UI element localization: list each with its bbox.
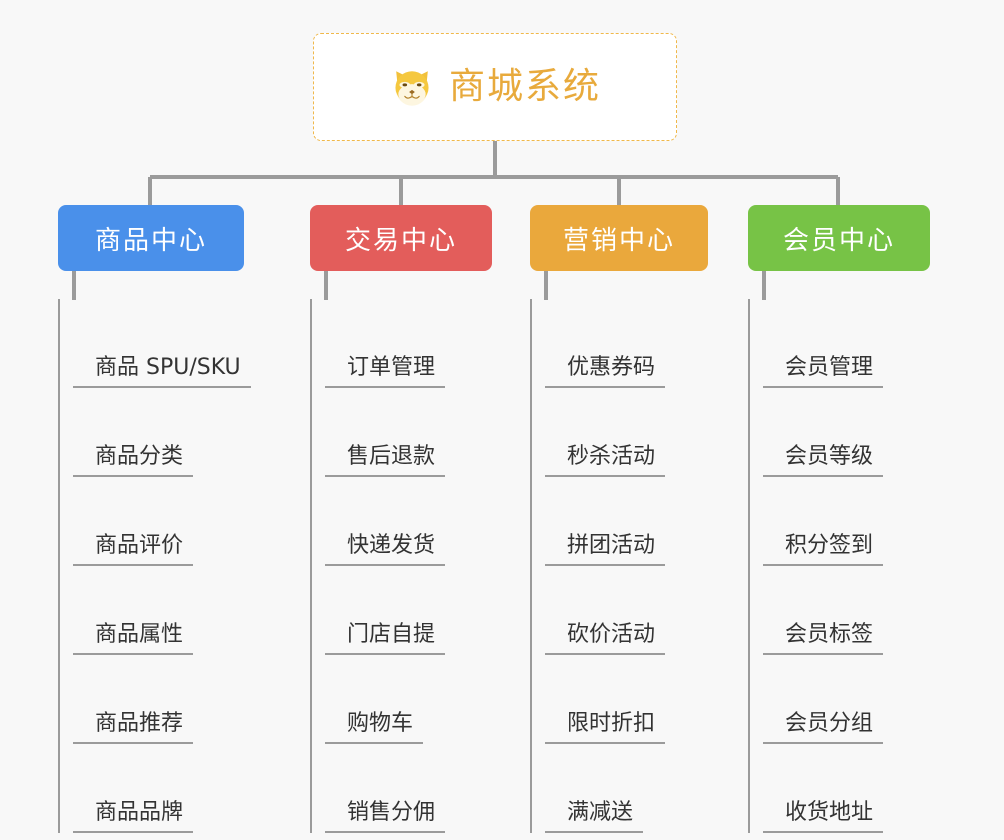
branch-column-marketing: 营销中心 优惠券码 秒杀活动 拼团活动 砍价活动 限时折扣 满减送 [530, 205, 708, 833]
list-item[interactable]: 会员标签 [763, 566, 930, 655]
leaf-label: 商品分类 [73, 444, 194, 477]
leaf-label: 积分签到 [763, 533, 884, 566]
list-item[interactable]: 购物车 [325, 655, 492, 744]
list-item[interactable]: 积分签到 [763, 477, 930, 566]
list-item[interactable]: 商品推荐 [73, 655, 244, 744]
list-item[interactable]: 秒杀活动 [545, 388, 708, 477]
leaf-label: 商品推荐 [73, 711, 194, 744]
list-item[interactable]: 商品品牌 [73, 744, 244, 833]
list-item[interactable]: 售后退款 [325, 388, 492, 477]
branch-header-member[interactable]: 会员中心 [748, 205, 930, 271]
leaf-label: 砍价活动 [545, 622, 666, 655]
branch-header-label: 营销中心 [562, 225, 675, 256]
leaf-label: 门店自提 [325, 622, 446, 655]
branch-header-product[interactable]: 商品中心 [58, 205, 244, 271]
leaf-label: 销售分佣 [325, 800, 446, 833]
list-item[interactable]: 商品 SPU/SKU [73, 299, 251, 388]
leaf-label: 会员标签 [763, 622, 884, 655]
list-item[interactable]: 商品分类 [73, 388, 244, 477]
branch-item-list-product: 商品 SPU/SKU 商品分类 商品评价 商品属性 商品推荐 商品品牌 [58, 299, 251, 833]
leaf-label: 优惠券码 [545, 355, 666, 388]
leaf-label: 商品品牌 [73, 800, 194, 833]
leaf-label: 售后退款 [325, 444, 446, 477]
leaf-label: 限时折扣 [545, 711, 666, 744]
branch-item-list-member: 会员管理 会员等级 积分签到 会员标签 会员分组 收货地址 [748, 299, 930, 833]
branch-header-label: 会员中心 [782, 225, 895, 256]
branch-header-marketing[interactable]: 营销中心 [530, 205, 708, 271]
leaf-label: 购物车 [325, 711, 424, 744]
branch-column-product: 商品中心 商品 SPU/SKU 商品分类 商品评价 商品属性 商品推荐 商品品牌 [58, 205, 251, 833]
branch-header-trade[interactable]: 交易中心 [310, 205, 492, 271]
branch-header-label: 交易中心 [344, 225, 457, 256]
leaf-label: 会员管理 [763, 355, 884, 388]
list-item[interactable]: 拼团活动 [545, 477, 708, 566]
root-node[interactable]: 商城系统 [313, 33, 677, 141]
list-item[interactable]: 销售分佣 [325, 744, 492, 833]
root-title: 商城系统 [448, 66, 601, 107]
leaf-label: 商品属性 [73, 622, 194, 655]
branch-item-list-trade: 订单管理 售后退款 快递发货 门店自提 购物车 销售分佣 [310, 299, 492, 833]
list-item[interactable]: 满减送 [545, 744, 708, 833]
list-item[interactable]: 收货地址 [763, 744, 930, 833]
leaf-label: 秒杀活动 [545, 444, 666, 477]
list-item[interactable]: 商品属性 [73, 566, 244, 655]
list-item[interactable]: 订单管理 [325, 299, 492, 388]
list-item[interactable]: 快递发货 [325, 477, 492, 566]
list-item[interactable]: 商品评价 [73, 477, 244, 566]
branch-column-member: 会员中心 会员管理 会员等级 积分签到 会员标签 会员分组 收货地址 [748, 205, 930, 833]
leaf-label: 会员分组 [763, 711, 884, 744]
branch-item-list-marketing: 优惠券码 秒杀活动 拼团活动 砍价活动 限时折扣 满减送 [530, 299, 708, 833]
list-item[interactable]: 优惠券码 [545, 299, 708, 388]
leaf-label: 拼团活动 [545, 533, 666, 566]
list-item[interactable]: 会员等级 [763, 388, 930, 477]
list-item[interactable]: 限时折扣 [545, 655, 708, 744]
leaf-label: 商品 SPU/SKU [73, 355, 251, 388]
leaf-label: 快递发货 [325, 533, 446, 566]
branch-column-trade: 交易中心 订单管理 售后退款 快递发货 门店自提 购物车 销售分佣 [310, 205, 492, 833]
list-item[interactable]: 砍价活动 [545, 566, 708, 655]
list-item[interactable]: 门店自提 [325, 566, 492, 655]
leaf-label: 订单管理 [325, 355, 446, 388]
leaf-label: 满减送 [545, 800, 644, 833]
leaf-label: 会员等级 [763, 444, 884, 477]
list-item[interactable]: 会员管理 [763, 299, 930, 388]
list-item[interactable]: 会员分组 [763, 655, 930, 744]
shiba-dog-icon [395, 71, 429, 106]
branch-header-label: 商品中心 [94, 225, 207, 256]
leaf-label: 收货地址 [763, 800, 884, 833]
leaf-label: 商品评价 [73, 533, 194, 566]
